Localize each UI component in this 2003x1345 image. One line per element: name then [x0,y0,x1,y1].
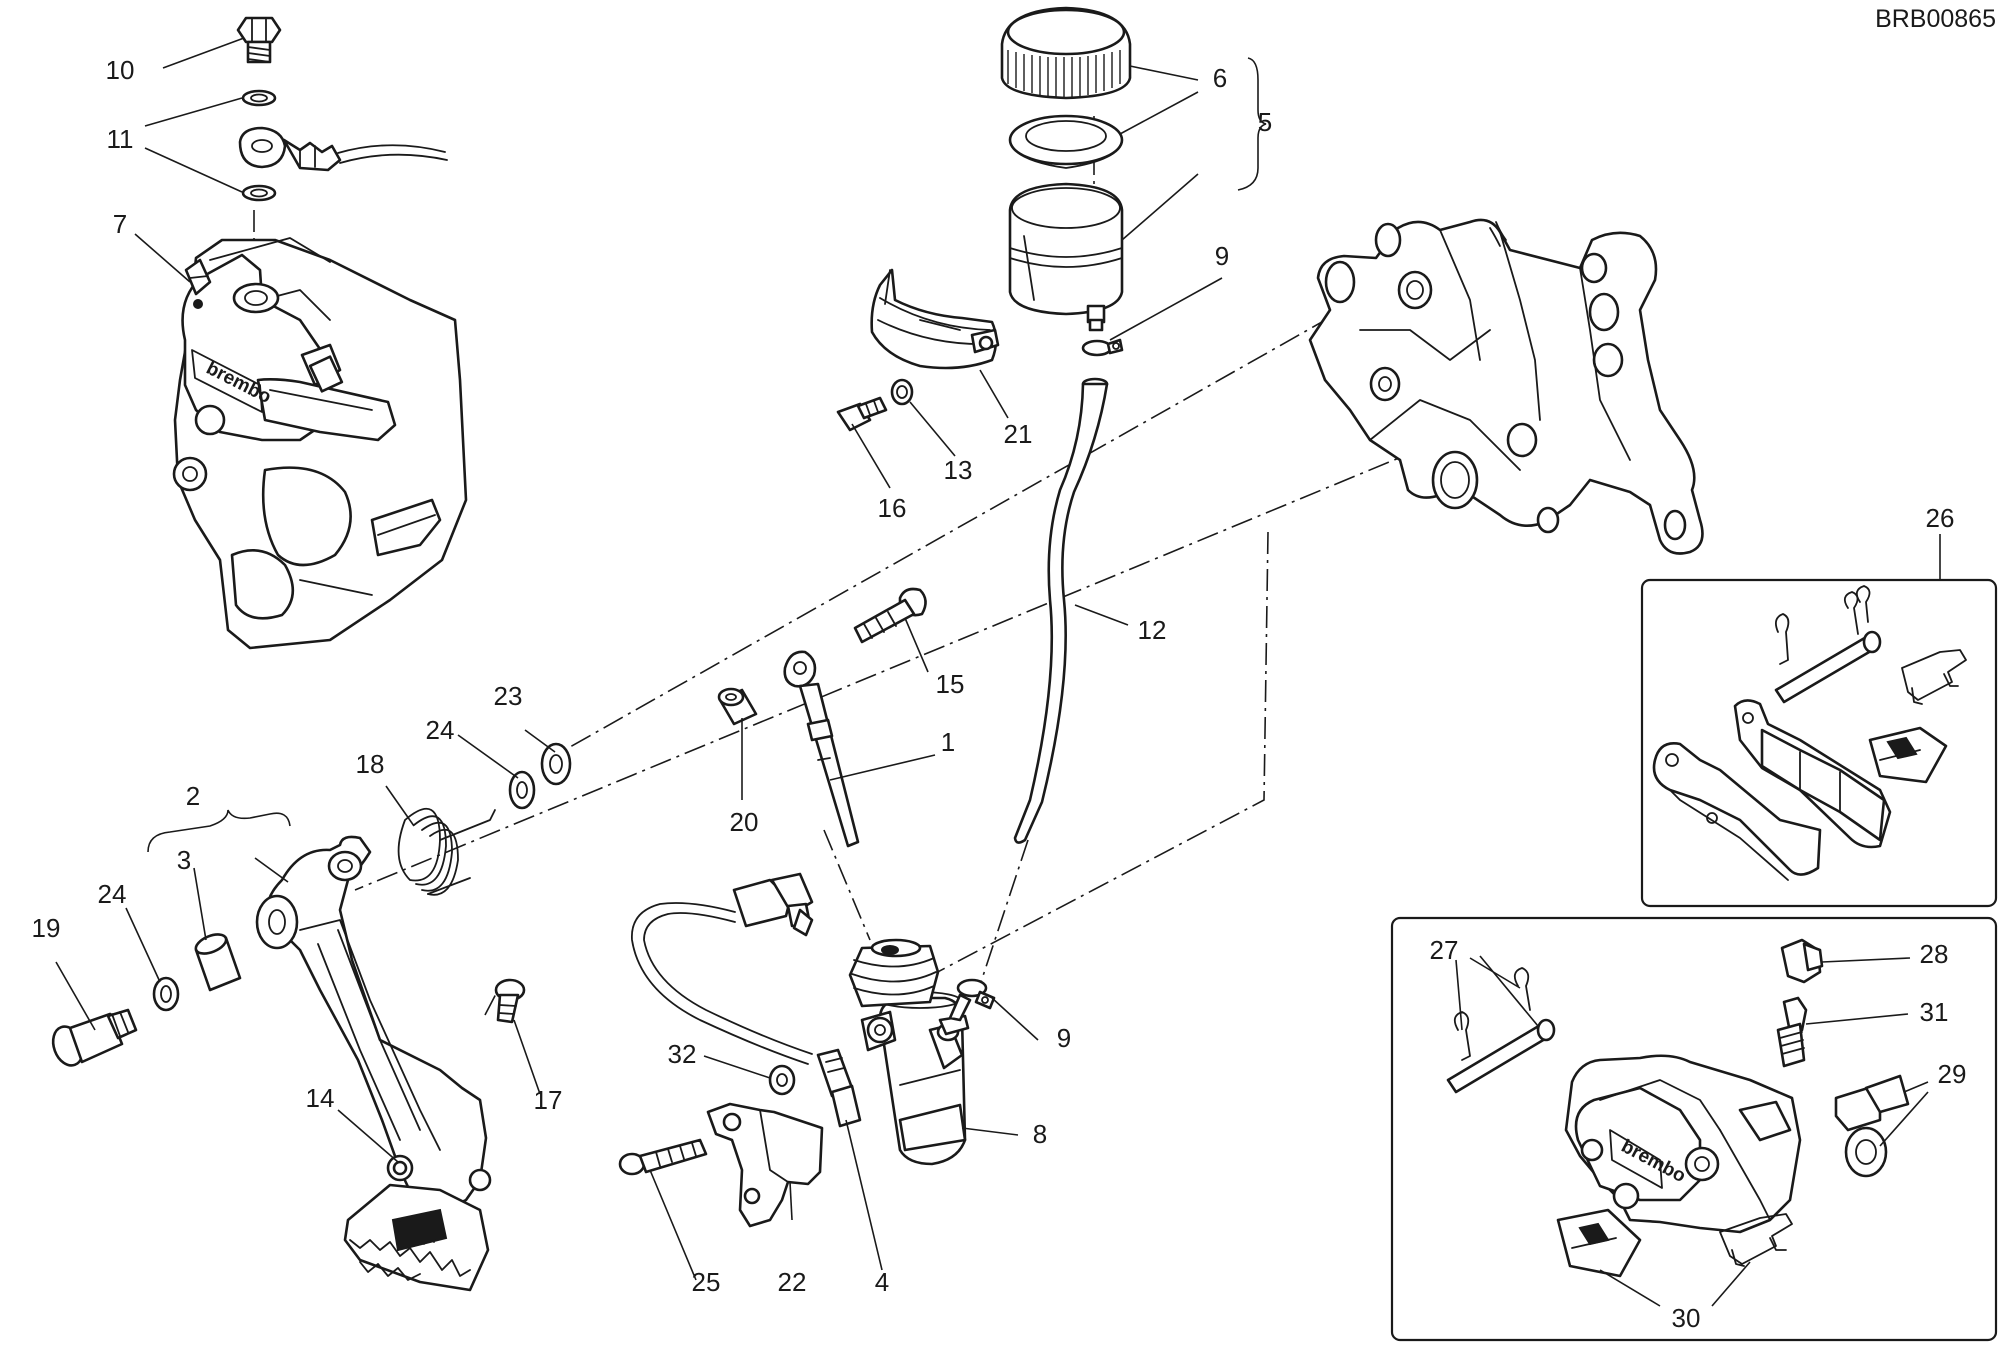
callout-26: 26 [1926,503,1955,533]
pivot-bushing [717,687,758,726]
callout-4: 4 [875,1267,889,1297]
master-cylinder [848,938,972,1166]
callout-7: 7 [113,209,127,239]
hose-clamp-upper [1081,338,1124,357]
bracket-washer [890,378,914,406]
inset-brake-pads-kit [1640,578,1998,908]
pedal-stop-pin [494,978,526,1024]
switch-washer [768,1064,796,1096]
callout-32: 32 [668,1039,697,1069]
pedal-pivot-bolt [51,1008,138,1067]
callout-21: 21 [1004,419,1033,449]
callout-24-lower: 24 [98,879,127,909]
diagram-reference-code: BRB00865 [1875,5,1996,33]
pedal-washer [392,1160,408,1176]
washer-23 [540,742,572,786]
washer-24-upper [508,770,536,810]
callout-5: 5 [1258,107,1272,137]
callout-6: 6 [1213,63,1227,93]
callout-25: 25 [692,1267,721,1297]
bracket-screw [836,396,888,432]
callout-10: 10 [106,55,135,85]
brake-fluid-reservoir [1000,6,1132,332]
callout-14: 14 [306,1083,335,1113]
brake-hose-banjo [238,126,448,172]
master-cylinder-push-rod [783,650,860,848]
callout-18: 18 [356,749,385,779]
callout-16: 16 [878,493,907,523]
brake-pedal [255,835,492,1292]
callout-12: 12 [1138,615,1167,645]
bracket-screw-25 [618,1138,708,1176]
inset-caliper-kit: brembo [1390,916,1998,1342]
callout-1: 1 [941,727,955,757]
reservoir-bracket [870,268,1000,370]
frame-bracket [1308,218,1704,555]
callout-9-lower: 9 [1057,1023,1071,1053]
callout-11: 11 [107,124,134,154]
callout-24-upper: 24 [426,715,455,745]
pivot-bolt [853,587,927,644]
callout-19: 19 [32,913,61,943]
callout-2: 2 [186,781,200,811]
assembly-centerlines [253,116,1429,1016]
switch-bracket [706,1102,824,1228]
callout-31: 31 [1920,997,1949,1027]
callout-17: 17 [534,1085,563,1115]
rear-brake-caliper: brembo [172,237,468,650]
leader-lines [55,37,1941,1307]
hose-clamp-lower [956,978,996,1010]
callout-3: 3 [177,845,191,875]
sealing-washers [241,89,277,202]
callout-8: 8 [1033,1119,1047,1149]
callout-20: 20 [730,807,759,837]
pedal-spacer [194,933,242,992]
callout-22: 22 [778,1267,807,1297]
callout-15: 15 [936,669,965,699]
callout-30: 30 [1672,1303,1701,1333]
callout-23: 23 [494,681,523,711]
callout-28: 28 [1920,939,1949,969]
reservoir-hose [1013,377,1109,844]
banjo-bolt [236,16,282,64]
callout-9-upper: 9 [1215,241,1229,271]
callout-labels: 1 2 3 4 5 6 7 8 9 9 10 11 12 13 14 15 16… [32,55,1967,1333]
washer-24-lower [152,976,180,1012]
callout-27: 27 [1430,935,1459,965]
callout-13: 13 [944,455,973,485]
return-spring [397,807,496,896]
brake-light-switch [631,872,862,1128]
callout-29: 29 [1938,1059,1967,1089]
